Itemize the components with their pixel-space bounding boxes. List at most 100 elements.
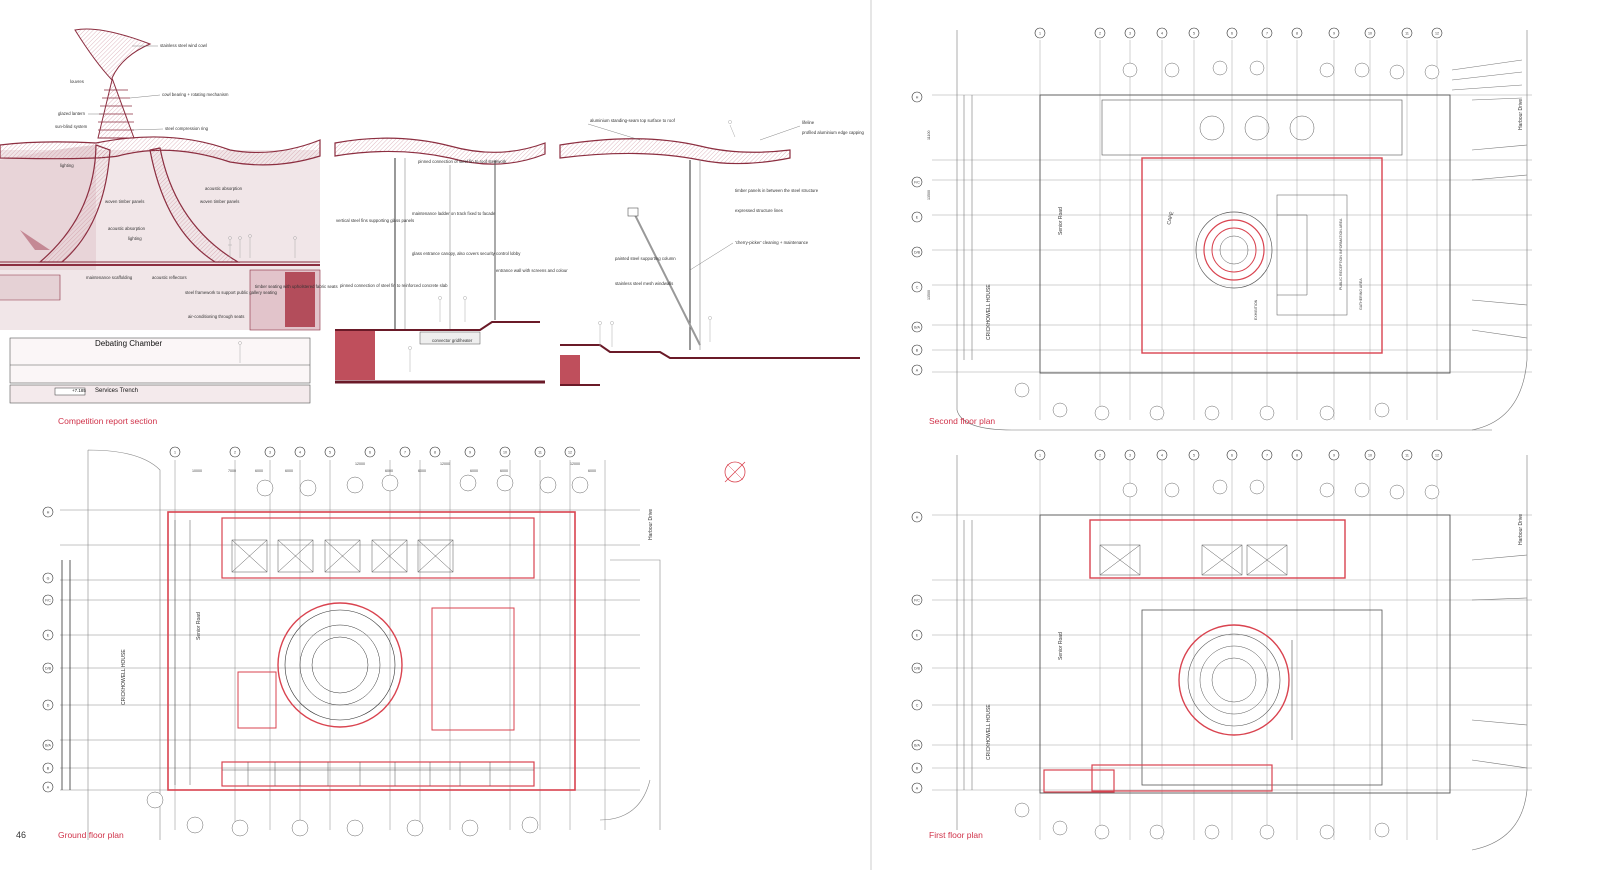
ground-column-bubbles [169,446,576,458]
svg-text:D/B: D/B [914,667,921,671]
annotation-lighting-2: lighting [128,236,142,241]
annotation-structure-lines: expressed structure lines [735,208,783,213]
svg-text:1: 1 [174,451,176,455]
section-panel-entrance [334,137,546,384]
svg-text:11: 11 [538,451,542,455]
ground-house-label: CRICKHOWELL HOUSE [121,649,127,705]
svg-text:2: 2 [1099,454,1101,458]
section-annotations: stainless steel wind cowl louvres cowl b… [55,43,864,343]
annotation-leaders [88,45,801,271]
svg-text:12: 12 [568,451,572,455]
section-panel-chamber: Debating Chamber Services Trench +7.185 [0,28,321,404]
gathering-area-label: GATHERING AREA [1359,278,1363,310]
svg-text:B/A: B/A [45,744,51,748]
svg-text:D/B: D/B [914,251,921,255]
annotation-pinned-roof: pinned connection of steel fin to roof s… [418,159,507,164]
svg-text:12: 12 [1435,32,1439,36]
svg-text:10: 10 [1368,32,1372,36]
svg-text:12000: 12000 [355,462,365,466]
svg-text:B: B [916,349,919,353]
annotation-lifeline: lifeline [802,120,815,125]
annotation-wind-cowl: stainless steel wind cowl [160,43,207,48]
annotation-scaffolding: maintenance scaffolding [86,275,133,280]
svg-text:13500: 13500 [927,190,931,200]
annotation-steel-framework: steel framework to support public galler… [185,290,278,295]
annotation-woven-timber-2: woven timber panels [200,199,239,204]
second-road-right-label: Harbour Drive [1518,99,1524,130]
section-drawing: Debating Chamber Services Trench +7.185 [0,28,864,404]
debating-chamber-label: Debating Chamber [95,339,162,348]
cafe-label: CAFÉ [1165,210,1175,225]
ground-road-right-label: Harbour Drive [648,509,654,540]
svg-text:6000: 6000 [385,469,393,473]
first-house-label: CRICKHOWELL HOUSE [986,704,992,760]
svg-text:6000: 6000 [500,469,508,473]
svg-text:5: 5 [329,451,331,455]
annotation-standing-seam: aluminium standing-seam top surface to r… [590,118,676,123]
second-row-bubbles [911,91,923,376]
right-page: CRICKHOWELL HOUSE Senior Road Harbour Dr… [872,0,1600,870]
first-grid [932,460,1532,840]
level-marker: +7.185 [72,388,86,393]
second-column-numbers: 1 2 3 4 5 6 7 8 9 10 11 12 [1039,32,1439,36]
first-road-right-label: Harbour Drive [1518,514,1524,545]
svg-text:10: 10 [1368,454,1372,458]
svg-text:3: 3 [1129,454,1131,458]
svg-text:F/C: F/C [914,181,920,185]
svg-text:3: 3 [269,451,271,455]
annotation-acoustic-absorption-2: acoustic absorption [108,226,146,231]
annotation-steel-column: painted steel supporting column [615,256,676,261]
annotation-cowl-bearing: cowl bearing + rotating mechanism [162,92,229,97]
svg-text:7: 7 [1266,32,1268,36]
svg-text:C: C [916,704,919,708]
left-page: Debating Chamber Services Trench +7.185 [0,28,865,840]
svg-text:C: C [916,286,919,290]
ground-row-bubbles [42,506,54,793]
svg-text:1: 1 [1039,454,1041,458]
first-row-bubbles [911,511,923,794]
upper-floor-plans: CRICKHOWELL HOUSE Senior Road Harbour Dr… [911,27,1532,851]
svg-text:H: H [916,96,919,100]
first-floor-plan: CRICKHOWELL HOUSE Senior Road Harbour Dr… [911,449,1532,851]
svg-text:7: 7 [404,451,406,455]
second-road-left-label: Senior Road [1058,207,1064,235]
svg-text:11: 11 [1405,32,1409,36]
annotation-woven-timber-1: woven timber panels [105,199,144,204]
svg-text:4: 4 [1161,454,1163,458]
annotation-glass-canopy: glass entrance canopy, also covers secur… [412,251,521,256]
svg-text:6000: 6000 [588,469,596,473]
public-reception-label: PUBLIC RECEPTION INFORMATION AREA [1339,218,1343,290]
svg-text:H: H [47,511,50,515]
svg-text:6000: 6000 [418,469,426,473]
svg-text:4: 4 [299,451,301,455]
svg-text:A: A [916,787,919,791]
svg-text:F/C: F/C [914,599,920,603]
annotation-louvres: louvres [70,79,84,84]
svg-text:F/C: F/C [45,599,51,603]
svg-text:8: 8 [434,451,436,455]
svg-text:6: 6 [1231,454,1233,458]
svg-text:2: 2 [1099,32,1101,36]
svg-text:9: 9 [469,451,471,455]
exhibition-label: EXHIBITION [1254,299,1258,320]
svg-text:12000: 12000 [570,462,580,466]
second-trees [1014,60,1440,421]
second-grid [932,40,1532,420]
second-row-letters: H F/C E D/B C B/A B A [914,96,921,373]
ground-caption: Ground floor plan [58,830,124,840]
svg-text:4: 4 [1161,32,1163,36]
first-caption: First floor plan [929,830,983,840]
svg-text:13500: 13500 [927,290,931,300]
svg-text:B/A: B/A [914,326,920,330]
svg-text:3: 3 [1129,32,1131,36]
annotation-convector: convector grid/heater [432,338,473,343]
svg-text:6: 6 [1231,32,1233,36]
svg-text:8: 8 [1296,32,1298,36]
annotation-entrance-wall: entrance wall with screens and colour [496,268,568,273]
second-floor-plan: CRICKHOWELL HOUSE Senior Road Harbour Dr… [911,27,1532,431]
svg-text:6000: 6000 [470,469,478,473]
svg-text:7000: 7000 [228,469,236,473]
annotation-acoustic-absorption-1: acoustic absorption [205,186,243,191]
page-gutter [870,0,872,870]
first-column-bubbles [1034,449,1443,461]
